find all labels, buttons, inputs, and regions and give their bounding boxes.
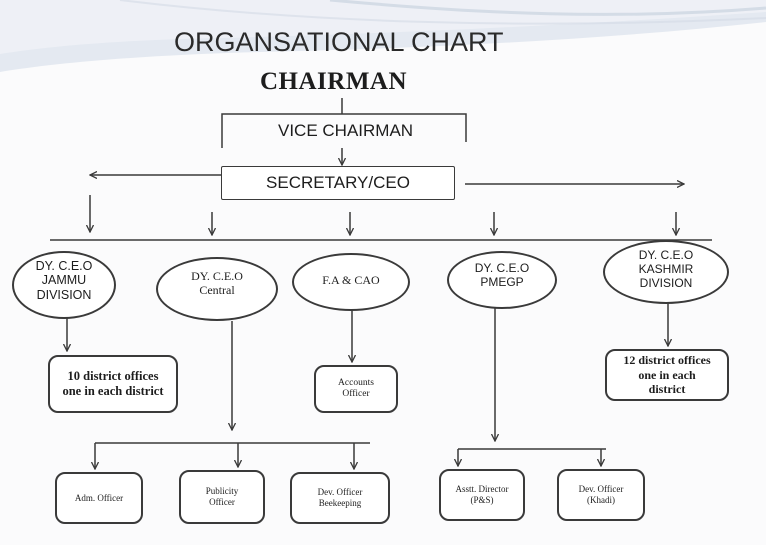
header-swoosh-decoration [0,0,766,72]
asstt-director-box: Asstt. Director (P&S) [439,469,525,521]
jammu-district-offices-box: 10 district offices one in each district [48,355,178,413]
chairman-label: CHAIRMAN [260,68,408,95]
jammu-division-label: DY. C.E.O JAMMU DIVISION [35,259,93,302]
vice-chairman-label: VICE CHAIRMAN [278,121,414,140]
chart-title: ORGANSATIONAL CHART [174,27,504,57]
vice-chairman-bracket [221,113,467,148]
kashmir-district-offices-box: 12 district offices one in each district [605,349,729,401]
dev-officer-khadi-box: Dev. Officer (Khadi) [557,469,645,521]
dev-officer-beekeeping-box: Dev. Officer Beekeeping [290,472,390,524]
adm-officer-box: Adm. Officer [55,472,143,524]
secretary-ceo-box: SECRETARY/CEO [221,166,455,200]
fa-cao-ellipse [292,253,410,311]
central-label: DY. C.E.O Central [191,269,243,297]
pmegp-ellipse [447,251,557,309]
central-ellipse [156,257,278,321]
publicity-officer-box: Publicity Officer [179,470,265,524]
kashmir-division-label: DY. C.E.O KASHMIR DIVISION [638,248,694,290]
pmegp-label: DY. C.E.O PMEGP [474,261,530,289]
kashmir-division-ellipse [603,240,729,304]
jammu-division-ellipse [12,251,116,319]
fa-cao-label: F.A & CAO [322,273,380,287]
accounts-officer-box: Accounts Officer [314,365,398,413]
